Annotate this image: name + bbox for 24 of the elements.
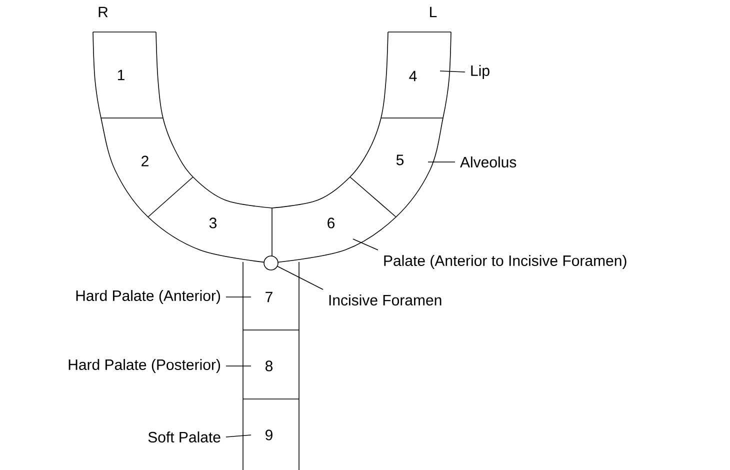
leader-line bbox=[440, 70, 466, 72]
segment-number: 5 bbox=[396, 154, 404, 166]
segment-number: 8 bbox=[266, 360, 273, 372]
segment-number: 4 bbox=[409, 70, 417, 82]
side-label: L bbox=[430, 6, 437, 18]
region-label: Lip bbox=[471, 65, 490, 79]
region-label: Alveolus bbox=[460, 156, 516, 168]
region-label: Palate (Anterior to Incisive Foramen) bbox=[384, 255, 626, 269]
region-label: Incisive Foramen bbox=[329, 294, 442, 306]
leader-line bbox=[226, 434, 252, 438]
segment-number: 7 bbox=[266, 292, 272, 302]
segment-number: 2 bbox=[142, 156, 148, 166]
segment-number: 3 bbox=[209, 218, 217, 228]
segment-number: 1 bbox=[118, 70, 124, 80]
region-label: Soft Palate bbox=[148, 431, 220, 442]
foramen-circle bbox=[264, 256, 278, 270]
leader-line bbox=[277, 266, 324, 290]
side-label: R bbox=[98, 6, 108, 18]
leader-line bbox=[352, 238, 378, 250]
segment-number: 6 bbox=[328, 218, 335, 228]
segment-number: 9 bbox=[266, 430, 272, 440]
leader-line bbox=[226, 296, 252, 298]
region-label: Hard Palate (Posterior) bbox=[68, 359, 220, 373]
region-label: Hard Palate (Anterior) bbox=[76, 290, 220, 304]
